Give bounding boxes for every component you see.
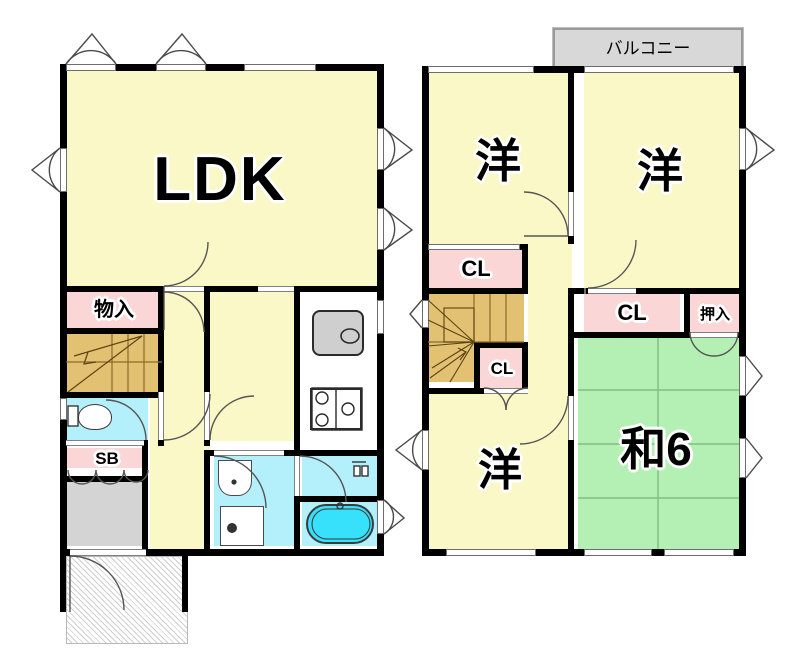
wall-stairs-bottom xyxy=(60,392,164,398)
wall-2f-right xyxy=(739,66,746,556)
closet-label-oshire: 押入 xyxy=(699,305,730,323)
window-cl-ne-front xyxy=(584,288,586,294)
gas-stove-icon xyxy=(310,388,362,430)
wall-kitchen-top xyxy=(294,286,384,292)
wall-cl-mid-left xyxy=(474,342,480,394)
room-label-yoshitsu-nw: 洋 xyxy=(475,135,521,187)
wall-monoire-bottom xyxy=(60,328,164,334)
window-ldk-left xyxy=(60,148,67,192)
wall-sb-bottom xyxy=(60,476,148,482)
room-label-yoshitsu-ne: 洋 xyxy=(637,145,683,197)
opening-entrance-door xyxy=(70,549,146,556)
wash-basin-icon xyxy=(218,460,252,496)
wall-cl-mid-top xyxy=(474,342,528,348)
closet-label-cl-nw: CL xyxy=(461,256,491,281)
opening-bath-door xyxy=(294,456,300,496)
monoire-fill xyxy=(66,292,162,328)
window-kitchen-right xyxy=(377,300,384,334)
wall-kitchen-left xyxy=(294,286,300,450)
window-ldk-top-mid xyxy=(156,64,206,71)
oshire-fill xyxy=(690,294,740,332)
window-ne-top-balcony xyxy=(584,66,734,73)
window-ldk-right-upper xyxy=(377,128,384,170)
window-washitsu-bottom-left xyxy=(584,549,652,556)
wall-hall-left xyxy=(158,286,164,446)
window-sw-left xyxy=(422,430,429,470)
room-label-monoire: 物入 xyxy=(94,299,134,321)
wall-nw-ne-divider xyxy=(568,66,574,244)
wall-landing-right xyxy=(568,288,574,394)
room-label-ldk: LDK xyxy=(153,145,287,214)
wall-porch-right xyxy=(182,556,188,612)
opening-hall-corridor xyxy=(204,392,210,440)
wall-1f-bottom xyxy=(60,549,384,556)
opening-sw-door xyxy=(568,396,574,440)
opening-ne-door xyxy=(588,288,636,294)
corridor-fill xyxy=(210,296,300,441)
room-label-washitsu: 和6 xyxy=(620,423,692,475)
closet-label-cl-mid: CL xyxy=(490,358,514,378)
stairs-1f-fill xyxy=(66,334,162,392)
wall-bath-mid xyxy=(294,496,384,502)
wall-sw-top xyxy=(422,388,528,394)
opening-cl-mid-door xyxy=(484,388,528,394)
opening-ldk-kitchen xyxy=(258,286,294,292)
cl-mid-fill xyxy=(480,348,524,388)
opening-stair-hall xyxy=(158,392,164,440)
wall-washroom-left xyxy=(204,450,210,550)
landing-fill xyxy=(528,244,572,418)
toilet-bowl-icon xyxy=(78,404,112,430)
window-ldk-top-left xyxy=(66,64,116,71)
cl-nw-fill xyxy=(428,250,524,288)
sb-fill xyxy=(66,448,148,468)
window-ldk-right-lower xyxy=(377,208,384,250)
wall-oshire-left xyxy=(684,288,690,338)
room-label-yoshitsu-sw: 洋 xyxy=(478,446,522,495)
window-nw-top xyxy=(428,66,534,73)
wall-monoire-top xyxy=(60,286,164,292)
porch-hatch xyxy=(66,556,188,644)
window-washitsu-bottom-right xyxy=(664,549,734,556)
wall-cl-nw-right xyxy=(522,244,528,294)
wall-1f-top xyxy=(60,64,384,71)
opening-nw-door xyxy=(568,192,574,236)
bath-tub-icon xyxy=(306,504,374,544)
wall-ne-bottom xyxy=(568,288,746,294)
wall-washitsu-top xyxy=(568,332,746,338)
window-washitsu-right-lower xyxy=(739,438,746,478)
wall-nw-closet-bottom xyxy=(422,288,528,294)
window-toilet-left xyxy=(60,398,67,420)
window-washitsu-right-upper xyxy=(739,356,746,396)
window-ne-right xyxy=(739,128,746,170)
entrance-fill xyxy=(66,482,148,546)
wall-sw-washitsu-divider xyxy=(568,388,574,550)
opening-toilet-door xyxy=(66,440,144,446)
window-stairs-left xyxy=(422,300,429,328)
window-bath-right xyxy=(377,500,384,534)
opening-oshire-door xyxy=(690,332,738,338)
kitchen-sink-icon xyxy=(312,310,364,356)
wall-porch-left xyxy=(60,556,66,612)
ldk-room-fill xyxy=(66,70,378,290)
wall-entrance-right xyxy=(142,440,148,550)
wall-1f-left xyxy=(60,64,67,556)
cl-ne-fill xyxy=(584,294,680,332)
balcony-label: バルコニー xyxy=(605,38,691,58)
window-cl-nw-front xyxy=(428,244,520,250)
closet-label-cl-ne: CL xyxy=(617,300,647,325)
opening-ldk-hall xyxy=(164,286,204,292)
washing-machine-pan-icon xyxy=(220,506,264,546)
opening-washroom-door xyxy=(214,450,284,456)
room-label-sb: SB xyxy=(95,448,119,468)
window-ldk-top-right xyxy=(244,64,316,71)
window-sw-bottom xyxy=(446,549,536,556)
wall-cl-mid-right xyxy=(522,342,528,394)
wall-hall-right xyxy=(204,286,210,446)
